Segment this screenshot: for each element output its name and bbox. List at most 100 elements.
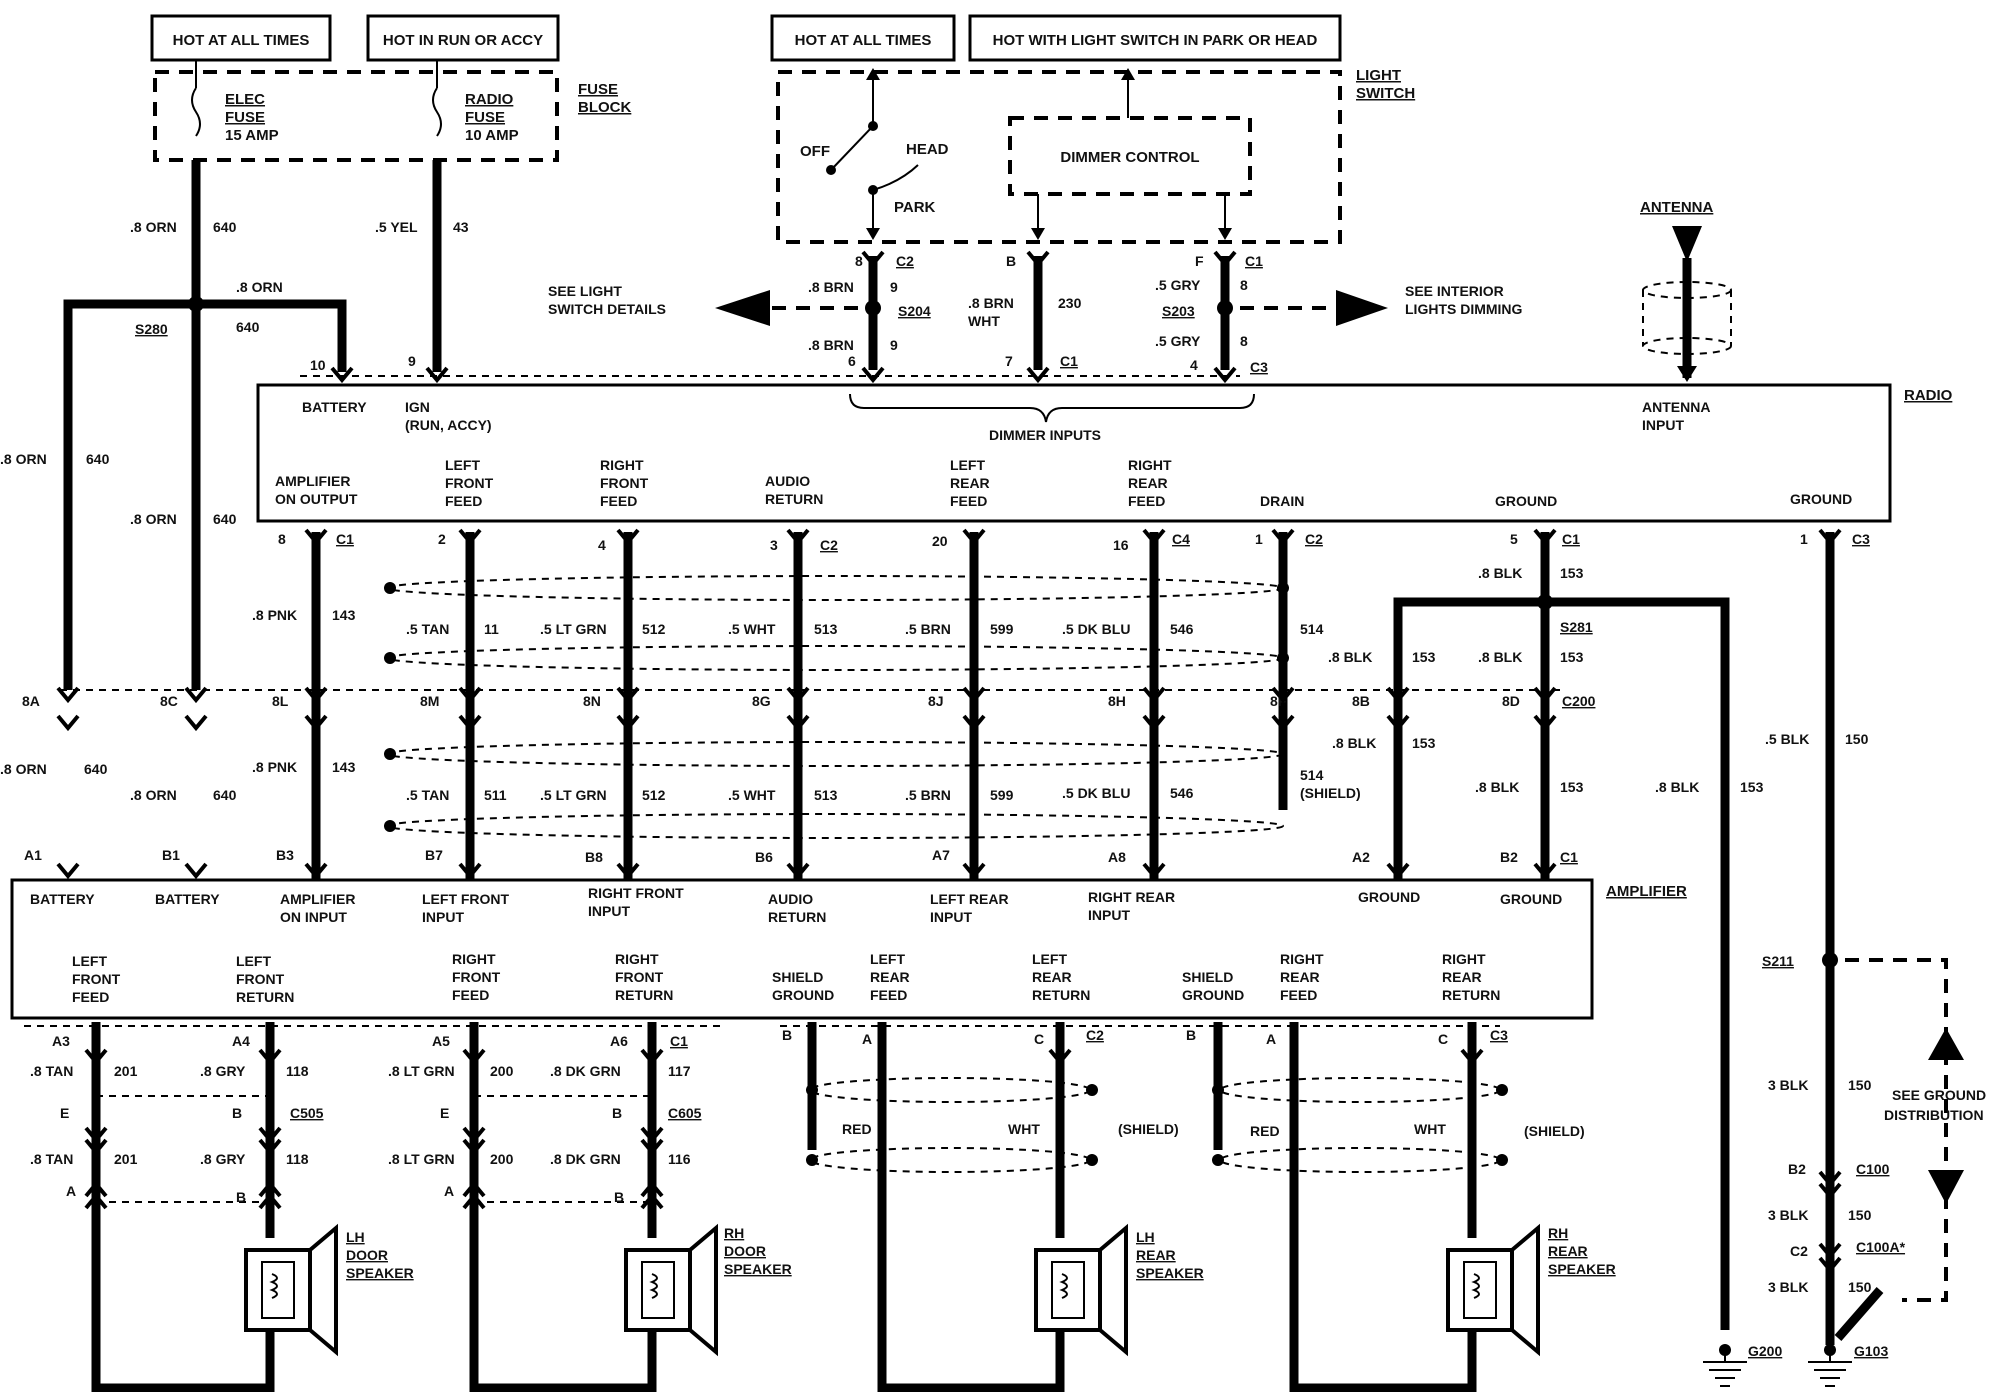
pin-label: B — [782, 1027, 792, 1043]
amp-rr-return-3: RETURN — [1442, 987, 1500, 1003]
wire-label: 200 — [490, 1151, 514, 1167]
wire-label: .8 GRY — [200, 1151, 246, 1167]
pin-label: 10 — [310, 357, 326, 373]
hot-with-light-switch-label: HOT WITH LIGHT SWITCH IN PARK OR HEAD — [993, 32, 1318, 49]
wire-label: .5 WHT — [728, 621, 776, 637]
connector-label-c100a: C100A* — [1856, 1239, 1906, 1255]
wire-150-ground-jumper — [1834, 1287, 1884, 1341]
light-switch-label-1: LIGHT — [1356, 67, 1401, 84]
wire-label: .8 PNK — [252, 607, 297, 623]
wire-label: 116 — [668, 1151, 691, 1167]
wire-label: WHT — [968, 313, 1000, 329]
connector-label: C2 — [1086, 1027, 1104, 1043]
wire-label: .5 GRY — [1155, 333, 1201, 349]
wire-label: .8 PNK — [252, 759, 297, 775]
wire-label: 11 — [484, 621, 499, 637]
pin-label: 20 — [932, 533, 948, 549]
wire-label: 153 — [1560, 779, 1584, 795]
wire-label: 9 — [890, 279, 898, 295]
wire-label: 153 — [1412, 649, 1436, 665]
splice-label-s211: S211 — [1762, 953, 1794, 969]
fuse-block-boundary — [153, 70, 559, 162]
splice-s211 — [1822, 952, 1838, 968]
lh-rear-speaker-label: LH — [1136, 1229, 1155, 1245]
wire-label: .8 BLK — [1478, 565, 1522, 581]
dimmer-inputs-brace — [849, 393, 1255, 423]
lh-door-speaker-label: LH — [346, 1229, 365, 1245]
lh-rear-speaker-label-3: SPEAKER — [1136, 1265, 1204, 1281]
pin-label: 3 — [770, 537, 778, 553]
pin-label: 8L — [272, 693, 289, 709]
wire-label: 640 — [84, 761, 108, 777]
amp-rr-feed-3: FEED — [1280, 987, 1317, 1003]
wire-label: .5 GRY — [1155, 277, 1201, 293]
pin-label: 9 — [408, 353, 416, 369]
wire-label: .5 YEL — [375, 219, 418, 235]
splice-s203 — [1217, 300, 1233, 316]
amp-lr-input-label: LEFT REAR — [930, 891, 1009, 907]
amp-battery-1: BATTERY — [30, 891, 95, 907]
wire-label: 200 — [490, 1063, 514, 1079]
ref-interior-dimming-2: LIGHTS DIMMING — [1405, 301, 1523, 317]
pin-label: A — [1266, 1031, 1276, 1047]
wire-label: .8 GRY — [200, 1063, 246, 1079]
ref-ground-dist-1: SEE GROUND — [1892, 1087, 1986, 1103]
hot-in-run-box — [366, 14, 560, 62]
wire-label: 150 — [1845, 731, 1869, 747]
amp-lr-return-3: RETURN — [1032, 987, 1090, 1003]
pin-label: E — [60, 1105, 69, 1121]
amp-rf-feed-2: FRONT — [452, 969, 501, 985]
wire-label: 3 BLK — [1768, 1279, 1808, 1295]
wire-label: 599 — [990, 787, 1014, 803]
elec-fuse-rating: 15 AMP — [225, 127, 279, 144]
amp-rr-feed: RIGHT — [1280, 951, 1324, 967]
pin-label: B7 — [425, 847, 443, 863]
connector-label: C3 — [1490, 1027, 1508, 1043]
connector-label: C4 — [1172, 531, 1190, 547]
wire-label: .8 LT GRN — [388, 1151, 455, 1167]
amp-on-input-label-2: ON INPUT — [280, 909, 347, 925]
arrow-down-icon — [1928, 1170, 1964, 1204]
pin-label: 8G — [752, 693, 771, 709]
wire-label: .8 DK GRN — [550, 1151, 621, 1167]
wire-label: .8 BRN — [968, 295, 1014, 311]
ref-ground-dist-2: DISTRIBUTION — [1884, 1107, 1984, 1123]
wire-label: 640 — [213, 511, 237, 527]
pin-label: B6 — [755, 849, 773, 865]
switch-head-label: HEAD — [906, 141, 949, 158]
radio-drain-label: DRAIN — [1260, 493, 1304, 509]
radio-lf-label: LEFT — [445, 457, 480, 473]
splice-s204 — [865, 300, 881, 316]
pin-label: 8C — [160, 693, 178, 709]
wire-label: RED — [842, 1121, 872, 1137]
pin-label: A2 — [1352, 849, 1370, 865]
lh-rear-speaker-label-2: REAR — [1136, 1247, 1176, 1263]
pin-label: B1 — [162, 847, 180, 863]
wire-label: 513 — [814, 621, 838, 637]
wire-label: .5 BLK — [1765, 731, 1809, 747]
wire-label: .5 TAN — [406, 621, 449, 637]
elec-fuse-icon — [191, 87, 201, 137]
splice-s281 — [1537, 594, 1553, 610]
pin-label: A — [66, 1183, 76, 1199]
amp-shield-ground-2: SHIELD — [1182, 969, 1233, 985]
wire-label: .5 DK BLU — [1062, 621, 1130, 637]
wire-label: 201 — [114, 1063, 138, 1079]
switch-park-label: PARK — [894, 199, 936, 216]
pin-label: 8N — [583, 693, 601, 709]
connector-label: C2 — [896, 253, 914, 269]
wire-label: 118 — [286, 1063, 309, 1079]
amp-lr-input-label-2: INPUT — [930, 909, 972, 925]
lh-door-speaker-label-2: DOOR — [346, 1247, 388, 1263]
hot-at-all-times-label-2: HOT AT ALL TIMES — [795, 32, 932, 49]
light-switch-lever — [830, 125, 874, 171]
arrow-left-icon — [715, 290, 770, 326]
amp-audio-return-label-2: RETURN — [768, 909, 826, 925]
radio-fuse-label-2: FUSE — [465, 109, 505, 126]
rear-shield-right-1 — [1219, 1077, 1501, 1103]
wire-label: .8 ORN — [0, 761, 47, 777]
pin-label: 4 — [1190, 357, 1198, 373]
wire-label: WHT — [1008, 1121, 1040, 1137]
wire-label: (SHIELD) — [1524, 1123, 1585, 1139]
